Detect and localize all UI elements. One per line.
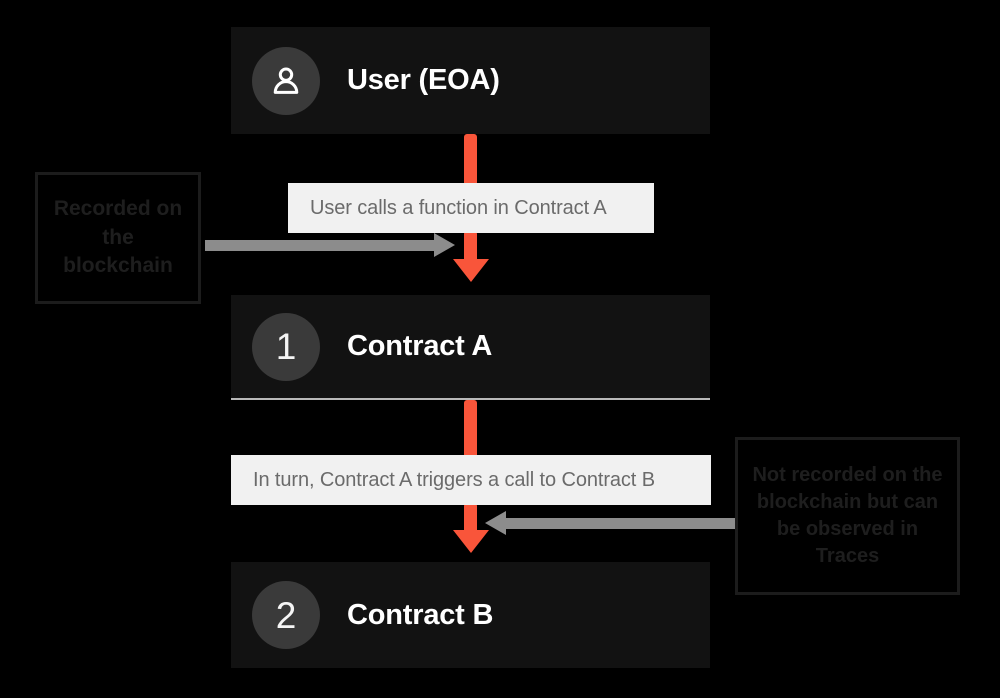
message-label-user-calls-contract-a: User calls a function in Contract A xyxy=(288,183,654,233)
connector-contract-a-to-b-lower xyxy=(464,503,477,533)
pointer-arrow-right-shaft xyxy=(506,518,735,529)
pointer-arrow-left-shaft xyxy=(205,240,435,251)
node-contract-a[interactable]: 1 Contract A xyxy=(231,295,710,400)
node-user-eoa-label: User (EOA) xyxy=(347,64,500,96)
node-contract-a-label: Contract A xyxy=(347,330,493,362)
person-icon xyxy=(273,66,299,94)
annotation-not-recorded-on-blockchain: Not recorded on the blockchain but can b… xyxy=(735,437,960,595)
annotation-recorded-on-blockchain: Recorded on the blockchain xyxy=(35,172,201,304)
message-label-1-text: User calls a function in Contract A xyxy=(310,196,607,219)
annotation-left-text: Recorded on the blockchain xyxy=(53,197,183,278)
contract-a-step-badge: 1 xyxy=(252,312,320,381)
connector-user-to-contract-a-upper xyxy=(464,134,477,186)
node-contract-b[interactable]: 2 Contract B xyxy=(231,562,710,668)
message-label-contract-a-triggers-contract-b: In turn, Contract A triggers a call to C… xyxy=(231,455,711,505)
arrowhead-to-contract-b xyxy=(453,530,489,553)
node-user-eoa[interactable]: User (EOA) xyxy=(231,27,710,134)
annotation-right-text: Not recorded on the blockchain but can b… xyxy=(752,464,943,567)
contract-b-step-number: 2 xyxy=(275,594,297,636)
pointer-arrow-left-head-icon xyxy=(434,233,455,257)
pointer-arrow-right-head-icon xyxy=(485,511,506,535)
arrowhead-to-contract-a xyxy=(453,259,489,282)
contract-a-step-number: 1 xyxy=(275,326,297,367)
connector-contract-a-to-b-upper xyxy=(464,400,477,458)
user-avatar-badge xyxy=(252,46,320,115)
connector-user-to-contract-a-lower xyxy=(464,231,477,263)
node-contract-b-label: Contract B xyxy=(347,598,494,631)
contract-b-step-badge: 2 xyxy=(252,581,320,649)
message-label-2-text: In turn, Contract A triggers a call to C… xyxy=(253,468,655,491)
